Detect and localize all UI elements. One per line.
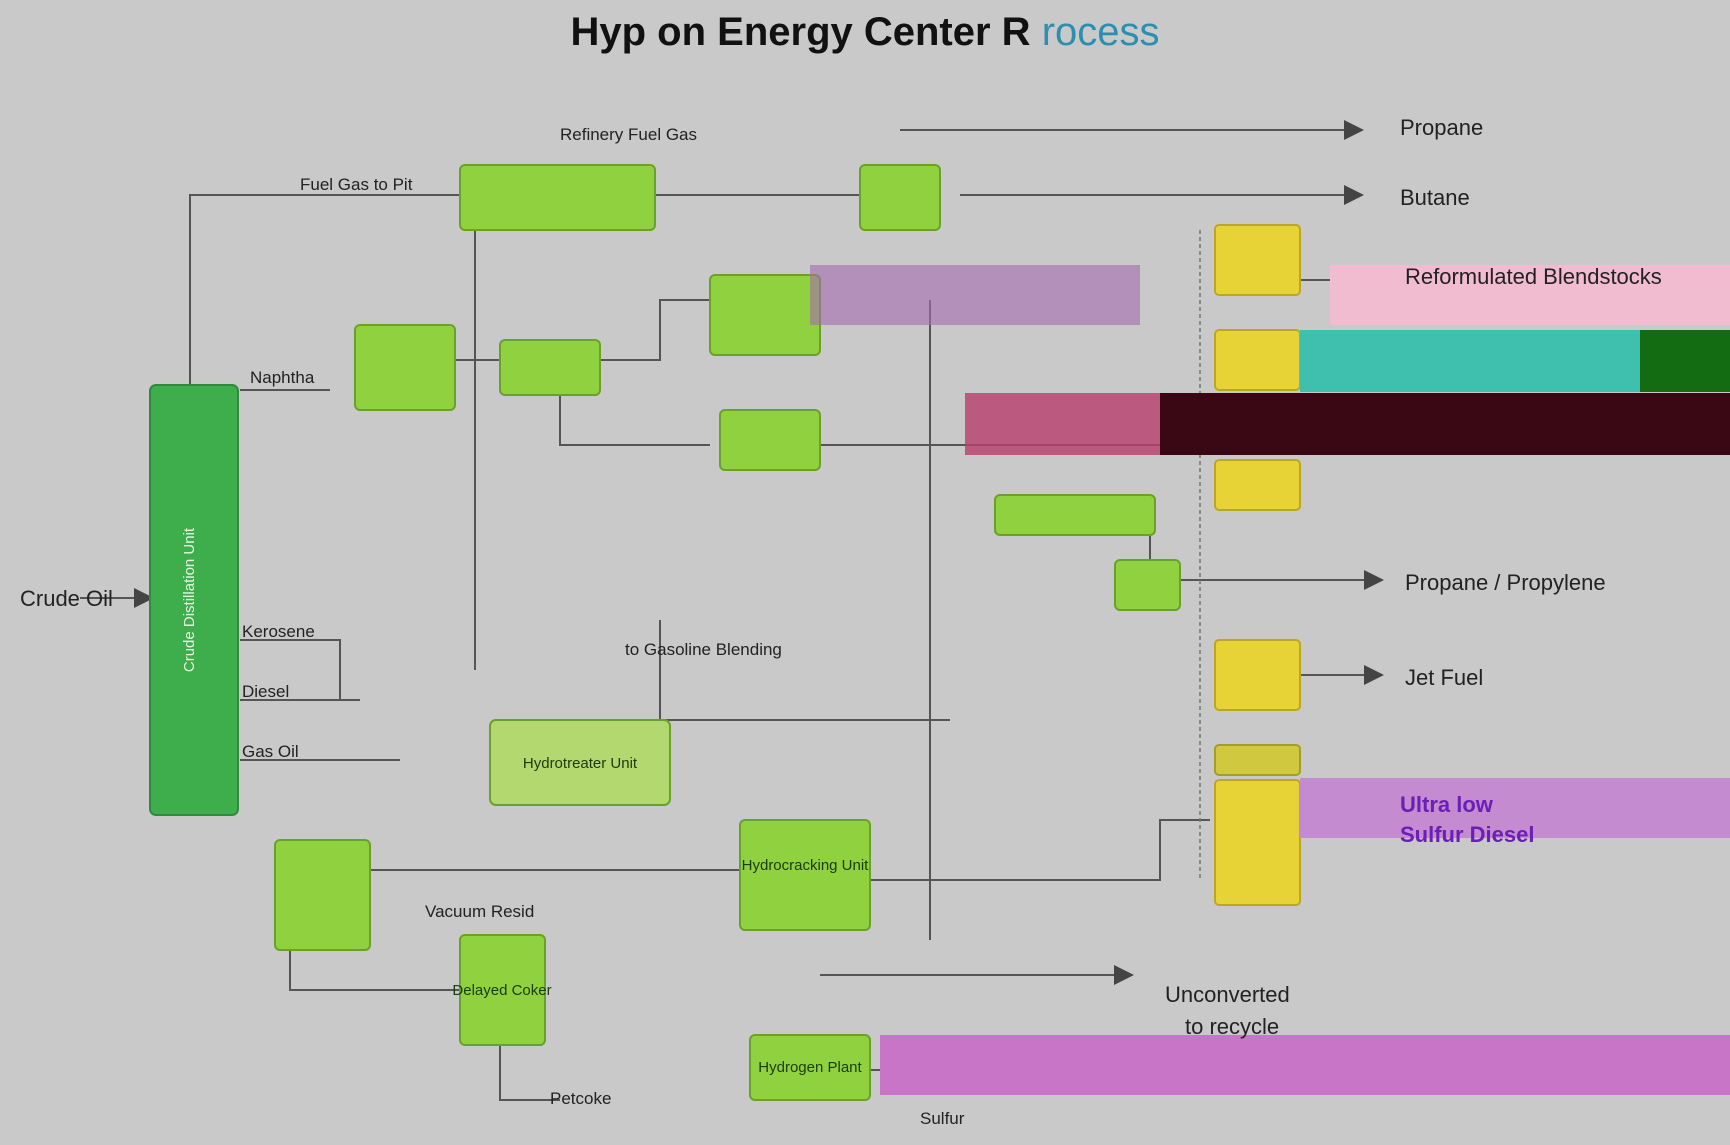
- band-teal: [1300, 330, 1640, 392]
- hydrocracking-box: [739, 819, 871, 931]
- product-labels: Propane Butane Reformulated Blendstocks …: [1400, 115, 1662, 847]
- vacuum-distillation-unit: [274, 839, 371, 951]
- process-units: Hydrotreater Unit Hydrocracking Unit Del…: [274, 164, 1181, 1101]
- band-darkred: [1160, 393, 1730, 455]
- sulfur-removal-unit: [459, 164, 656, 231]
- blend-box-3: [1214, 459, 1301, 511]
- gas-oil-label: Gas Oil: [242, 742, 299, 761]
- petcoke-line: [499, 1040, 560, 1101]
- band-magenta: [810, 265, 1140, 325]
- band-orchid: [880, 1035, 1730, 1095]
- hydrocracker-out-line: [870, 819, 1210, 881]
- ulsd-product-line2: Sulfur Diesel: [1400, 822, 1534, 847]
- stream-labels: Crude Oil Fuel Gas to Pit Refinery Fuel …: [20, 125, 1290, 1128]
- hydrogen-plant-box: [749, 1034, 871, 1101]
- naphtha-splitter-unit: [499, 339, 601, 396]
- title-main: Hyp on Energy Center R: [570, 10, 1031, 54]
- band-green: [1640, 330, 1730, 392]
- diesel-blend-box: [1214, 779, 1301, 906]
- jet-fuel-product: Jet Fuel: [1405, 665, 1483, 690]
- to-reformer-line: [559, 380, 710, 446]
- color-bands: [810, 265, 1730, 1095]
- catalytic-reformer-unit: [719, 409, 821, 471]
- unconverted-label: Unconverted: [1165, 982, 1290, 1007]
- crude-distillation-unit: Crude Distillation Unit: [149, 384, 239, 816]
- propane-product: Propane: [1400, 115, 1483, 140]
- blend-box-2: [1214, 329, 1301, 391]
- kerosene-label: Kerosene: [242, 622, 315, 641]
- title-accent: rocess: [1041, 10, 1160, 54]
- jet-fuel-blend-box: [1214, 639, 1301, 711]
- to-isom-line: [600, 299, 710, 361]
- ulsd-product-line1: Ultra low: [1400, 792, 1494, 817]
- hydrotreater-label: Hydrotreater Unit: [523, 755, 638, 772]
- to-recycle-label: to recycle: [1185, 1014, 1279, 1039]
- cdu-box: [149, 384, 239, 816]
- blending-units: [1214, 224, 1301, 906]
- vacuum-resid-label: Vacuum Resid: [425, 902, 534, 921]
- crude-oil-label: Crude Oil: [20, 586, 113, 611]
- gasoline-blend-line: [659, 620, 950, 721]
- delayed-coker-label: Delayed Coker: [452, 982, 551, 999]
- isomerization-unit: [709, 274, 821, 356]
- fuel-gas-label: Fuel Gas to Pit: [300, 175, 413, 194]
- reformulated-product: Reformulated Blendstocks: [1405, 264, 1662, 289]
- band-violet: [1300, 778, 1730, 838]
- naphtha-label: Naphtha: [250, 368, 315, 387]
- sulfur-label: Sulfur: [920, 1109, 965, 1128]
- propane-propylene-product: Propane / Propylene: [1405, 570, 1606, 595]
- fuel-gas-line: [189, 194, 460, 385]
- diesel-pool-top: [1214, 744, 1301, 776]
- petcoke-label: Petcoke: [550, 1089, 611, 1108]
- kerosene-line: [240, 639, 341, 700]
- butane-product: Butane: [1400, 185, 1470, 210]
- olefin-reduction-unit: [994, 494, 1156, 536]
- hydrocracking-label: Hydrocracking Unit: [742, 857, 870, 874]
- splitter-unit-mid: [1114, 559, 1181, 611]
- delayed-coker-box: [459, 934, 546, 1046]
- diagram-title: Hyp on Energy Center R rocess: [0, 10, 1730, 55]
- naphtha-hydrotreater-unit: [354, 324, 456, 411]
- to-gasoline-blending-label: to Gasoline Blending: [625, 640, 782, 659]
- blend-box-1: [1214, 224, 1301, 296]
- splitter-unit-top: [859, 164, 941, 231]
- refinery-fuel-gas-label: Refinery Fuel Gas: [560, 125, 697, 144]
- band-red: [965, 393, 1160, 455]
- hydrogen-plant-label: Hydrogen Plant: [758, 1059, 862, 1076]
- band-pink: [1330, 265, 1730, 325]
- diesel-label: Diesel: [242, 682, 289, 701]
- hydrotreater-box: [489, 719, 671, 806]
- cdu-label: Crude Distillation Unit: [181, 527, 198, 672]
